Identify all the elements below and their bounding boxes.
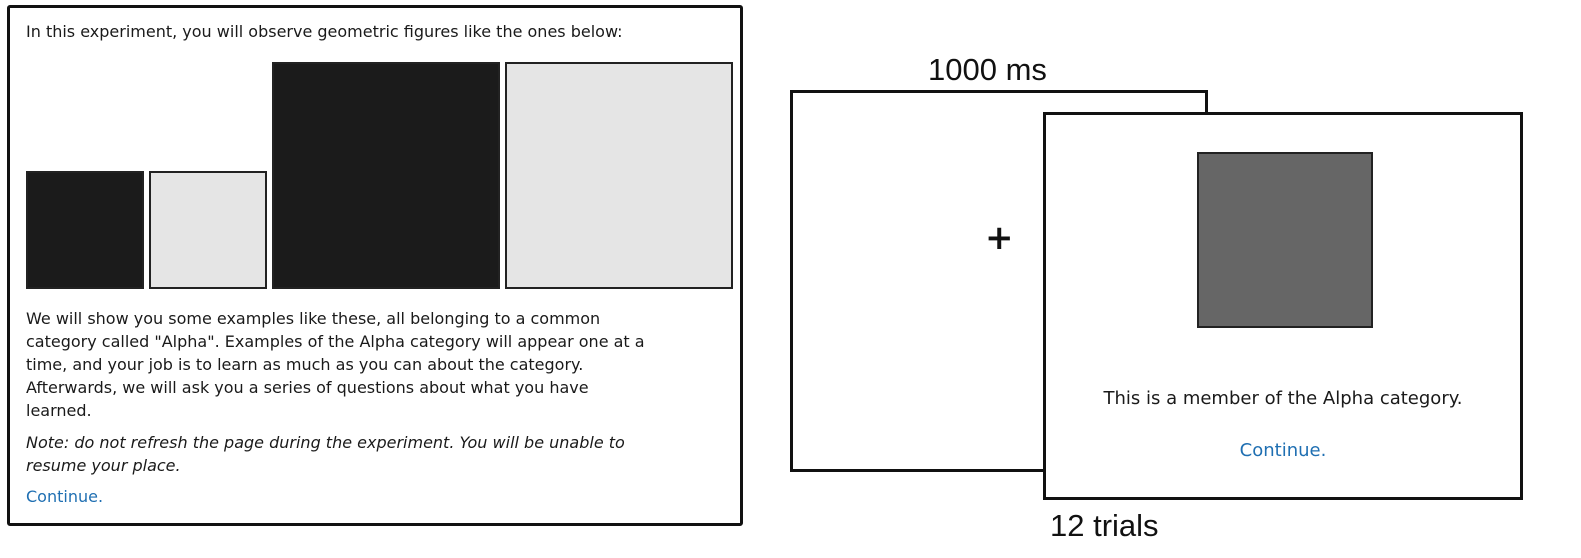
example-figure-small-light <box>149 171 267 289</box>
example-figure-large-dark <box>272 62 500 289</box>
instruction-continue-link[interactable]: Continue. <box>26 487 104 506</box>
stimulus-continue-link[interactable]: Continue. <box>1239 440 1327 461</box>
refresh-warning-note: Note: do not refresh the page during the… <box>26 433 625 475</box>
stimulus-caption: This is a member of the Alpha category. <box>1103 388 1463 409</box>
trial-count-label: 12 trials <box>1050 508 1159 543</box>
stimulus-continue-row: Continue. <box>1046 439 1520 463</box>
example-figure-small-dark <box>26 171 144 289</box>
intro-text: In this experiment, you will observe geo… <box>26 22 623 41</box>
stimulus-screen: This is a member of the Alpha category. … <box>1043 112 1523 500</box>
instructions-text: We will show you some examples like thes… <box>26 309 645 420</box>
instruction-screen: In this experiment, you will observe geo… <box>7 5 743 526</box>
stimulus-figure <box>1197 152 1373 328</box>
fixation-cross: + <box>985 218 1014 258</box>
fixation-duration-label: 1000 ms <box>928 52 1047 87</box>
example-figure-large-light <box>505 62 733 289</box>
